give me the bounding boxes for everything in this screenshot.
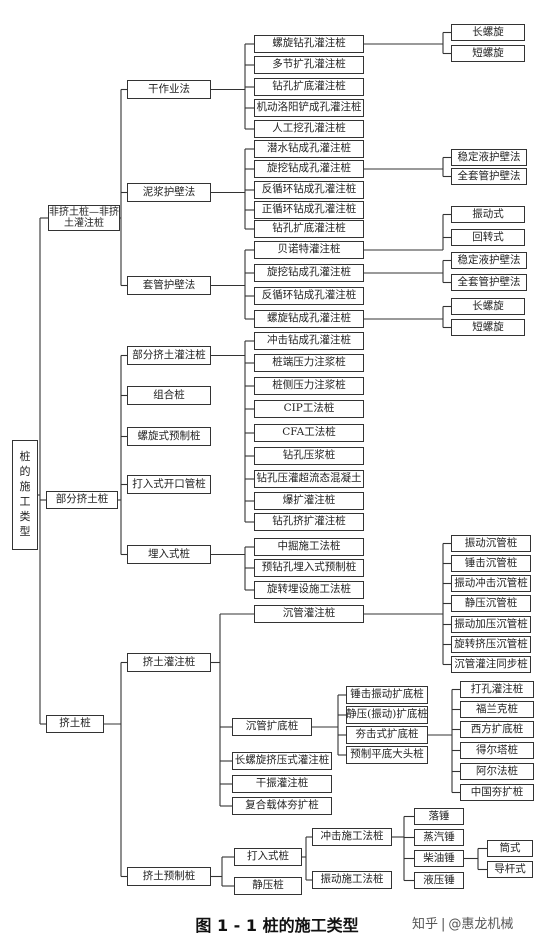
node-partial: 部分挤土灌注桩	[127, 346, 211, 365]
node-l1c: 挤土桩	[46, 715, 104, 733]
root-char: 类	[19, 509, 31, 523]
node-c2b: 全套管护壁法	[451, 274, 527, 291]
node-c1: 贝诺特灌注桩	[254, 241, 364, 259]
node-h3a: 筒式	[487, 840, 533, 857]
root-char: 桩	[19, 450, 31, 464]
node-d2: 多节扩孔灌注桩	[254, 56, 364, 74]
node-e3: 旋转埋设施工法桩	[254, 581, 364, 599]
node-t2: 福兰克桩	[460, 701, 534, 718]
node-mud: 泥浆护壁法	[127, 183, 211, 202]
node-casing: 套管护壁法	[127, 276, 211, 295]
node-h3b: 导杆式	[487, 861, 533, 878]
node-q1: 打入式桩	[234, 848, 302, 866]
node-e1: 中掘施工法桩	[254, 538, 364, 556]
node-s1: 沉管灌注桩	[254, 605, 364, 623]
node-t5: 阿尔法桩	[460, 763, 534, 780]
figure-caption: 图 1 - 1 桩的施工类型	[195, 916, 359, 935]
node-screwpre: 螺旋式预制桩	[127, 427, 211, 446]
watermark-separator: |	[441, 917, 446, 932]
node-p7: 钻孔压灌超流态混凝土	[254, 470, 364, 488]
node-t3: 西方扩底桩	[460, 721, 534, 738]
node-s1f: 旋转挤压沉管桩	[451, 636, 531, 653]
node-m2: 旋挖钻成孔灌注桩	[254, 160, 364, 178]
node-c3: 反循环钻成孔灌注桩	[254, 287, 364, 305]
node-s2a: 锤击振动扩底桩	[346, 686, 428, 704]
node-s5: 复合载体夯扩桩	[232, 797, 332, 815]
node-q2: 静压桩	[234, 877, 302, 895]
node-s1g: 沉管灌注同步桩	[451, 656, 531, 673]
node-m2a: 稳定液护壁法	[451, 149, 527, 166]
node-q1a: 冲击施工法桩	[312, 828, 392, 846]
root-char: 型	[19, 524, 31, 538]
node-h2: 蒸汽锤	[414, 829, 464, 846]
node-h4: 液压锤	[414, 872, 464, 889]
node-l1a: 非挤土桩—非挤土灌注桩	[48, 205, 120, 231]
node-p2: 桩端压力注浆桩	[254, 354, 364, 372]
node-d3: 钻孔扩底灌注桩	[254, 78, 364, 96]
watermark: 知乎|@惠龙机械	[412, 913, 513, 932]
node-m4: 正循环钻成孔灌注桩	[254, 201, 364, 219]
node-m5: 钻孔扩底灌注桩	[254, 220, 364, 238]
node-combo: 组合桩	[127, 386, 211, 405]
node-p1: 冲击钻成孔灌注桩	[254, 332, 364, 350]
node-s2c: 夯击式扩底桩	[346, 726, 428, 744]
node-d1a: 长螺旋	[451, 24, 525, 41]
node-c1b: 回转式	[451, 229, 525, 246]
node-m2b: 全套管护壁法	[451, 168, 527, 185]
node-s2: 沉管扩底桩	[232, 718, 312, 736]
node-s3: 长螺旋挤压式灌注桩	[232, 752, 332, 770]
node-s2d: 预制平底大头桩	[346, 746, 428, 764]
node-p6: 钻孔压浆桩	[254, 447, 364, 465]
node-e2: 预钻孔埋入式预制桩	[254, 559, 364, 577]
node-c4b: 短螺旋	[451, 319, 525, 336]
node-squeezepre: 挤土预制桩	[127, 867, 211, 886]
node-l1b: 部分挤土桩	[46, 491, 118, 509]
node-h3: 柴油锤	[414, 850, 464, 867]
node-m3: 反循环钻成孔灌注桩	[254, 181, 364, 199]
node-c1a: 振动式	[451, 206, 525, 223]
node-s1b: 锤击沉管桩	[451, 555, 531, 572]
node-p8: 爆扩灌注桩	[254, 492, 364, 510]
node-root: 桩的施工类型	[12, 440, 38, 550]
node-d1: 螺旋钻孔灌注桩	[254, 35, 364, 53]
node-p3: 桩侧压力注浆桩	[254, 377, 364, 395]
node-c2a: 稳定液护壁法	[451, 252, 527, 269]
node-t4: 得尔塔桩	[460, 742, 534, 759]
node-s4: 干振灌注桩	[232, 775, 332, 793]
node-embed: 埋入式桩	[127, 545, 211, 564]
root-char: 的	[19, 465, 31, 479]
node-p4: CIP工法桩	[254, 400, 364, 418]
watermark-zhihu: 知乎	[412, 917, 439, 932]
node-d4: 机动洛阳铲成孔灌注桩	[254, 99, 364, 117]
node-c4a: 长螺旋	[451, 298, 525, 315]
node-s1d: 静压沉管桩	[451, 595, 531, 612]
node-s2b: 静压(振动)扩底桩	[346, 706, 428, 724]
node-squeeze: 挤土灌注桩	[127, 653, 211, 672]
node-dry: 干作业法	[127, 80, 211, 99]
node-p9: 钻孔挤扩灌注桩	[254, 513, 364, 531]
node-s1e: 振动加压沉管桩	[451, 616, 531, 633]
node-h1: 落锤	[414, 808, 464, 825]
watermark-author: @惠龙机械	[448, 917, 514, 932]
node-c2: 旋挖钻成孔灌注桩	[254, 264, 364, 282]
node-d5: 人工挖孔灌注桩	[254, 120, 364, 138]
node-p5: CFA工法桩	[254, 424, 364, 442]
node-s1a: 振动沉管桩	[451, 535, 531, 552]
node-t6: 中国夯扩桩	[460, 784, 534, 801]
node-s1c: 振动冲击沉管桩	[451, 575, 531, 592]
root-char: 施	[19, 480, 31, 494]
node-d1b: 短螺旋	[451, 45, 525, 62]
node-m1: 潜水钻成孔灌注桩	[254, 140, 364, 158]
node-t1: 打孔灌注桩	[460, 681, 534, 698]
node-openpipe: 打入式开口管桩	[127, 475, 211, 494]
node-c4: 螺旋钻成孔灌注桩	[254, 310, 364, 328]
root-char: 工	[19, 495, 31, 508]
node-q1b: 振动施工法桩	[312, 871, 392, 889]
